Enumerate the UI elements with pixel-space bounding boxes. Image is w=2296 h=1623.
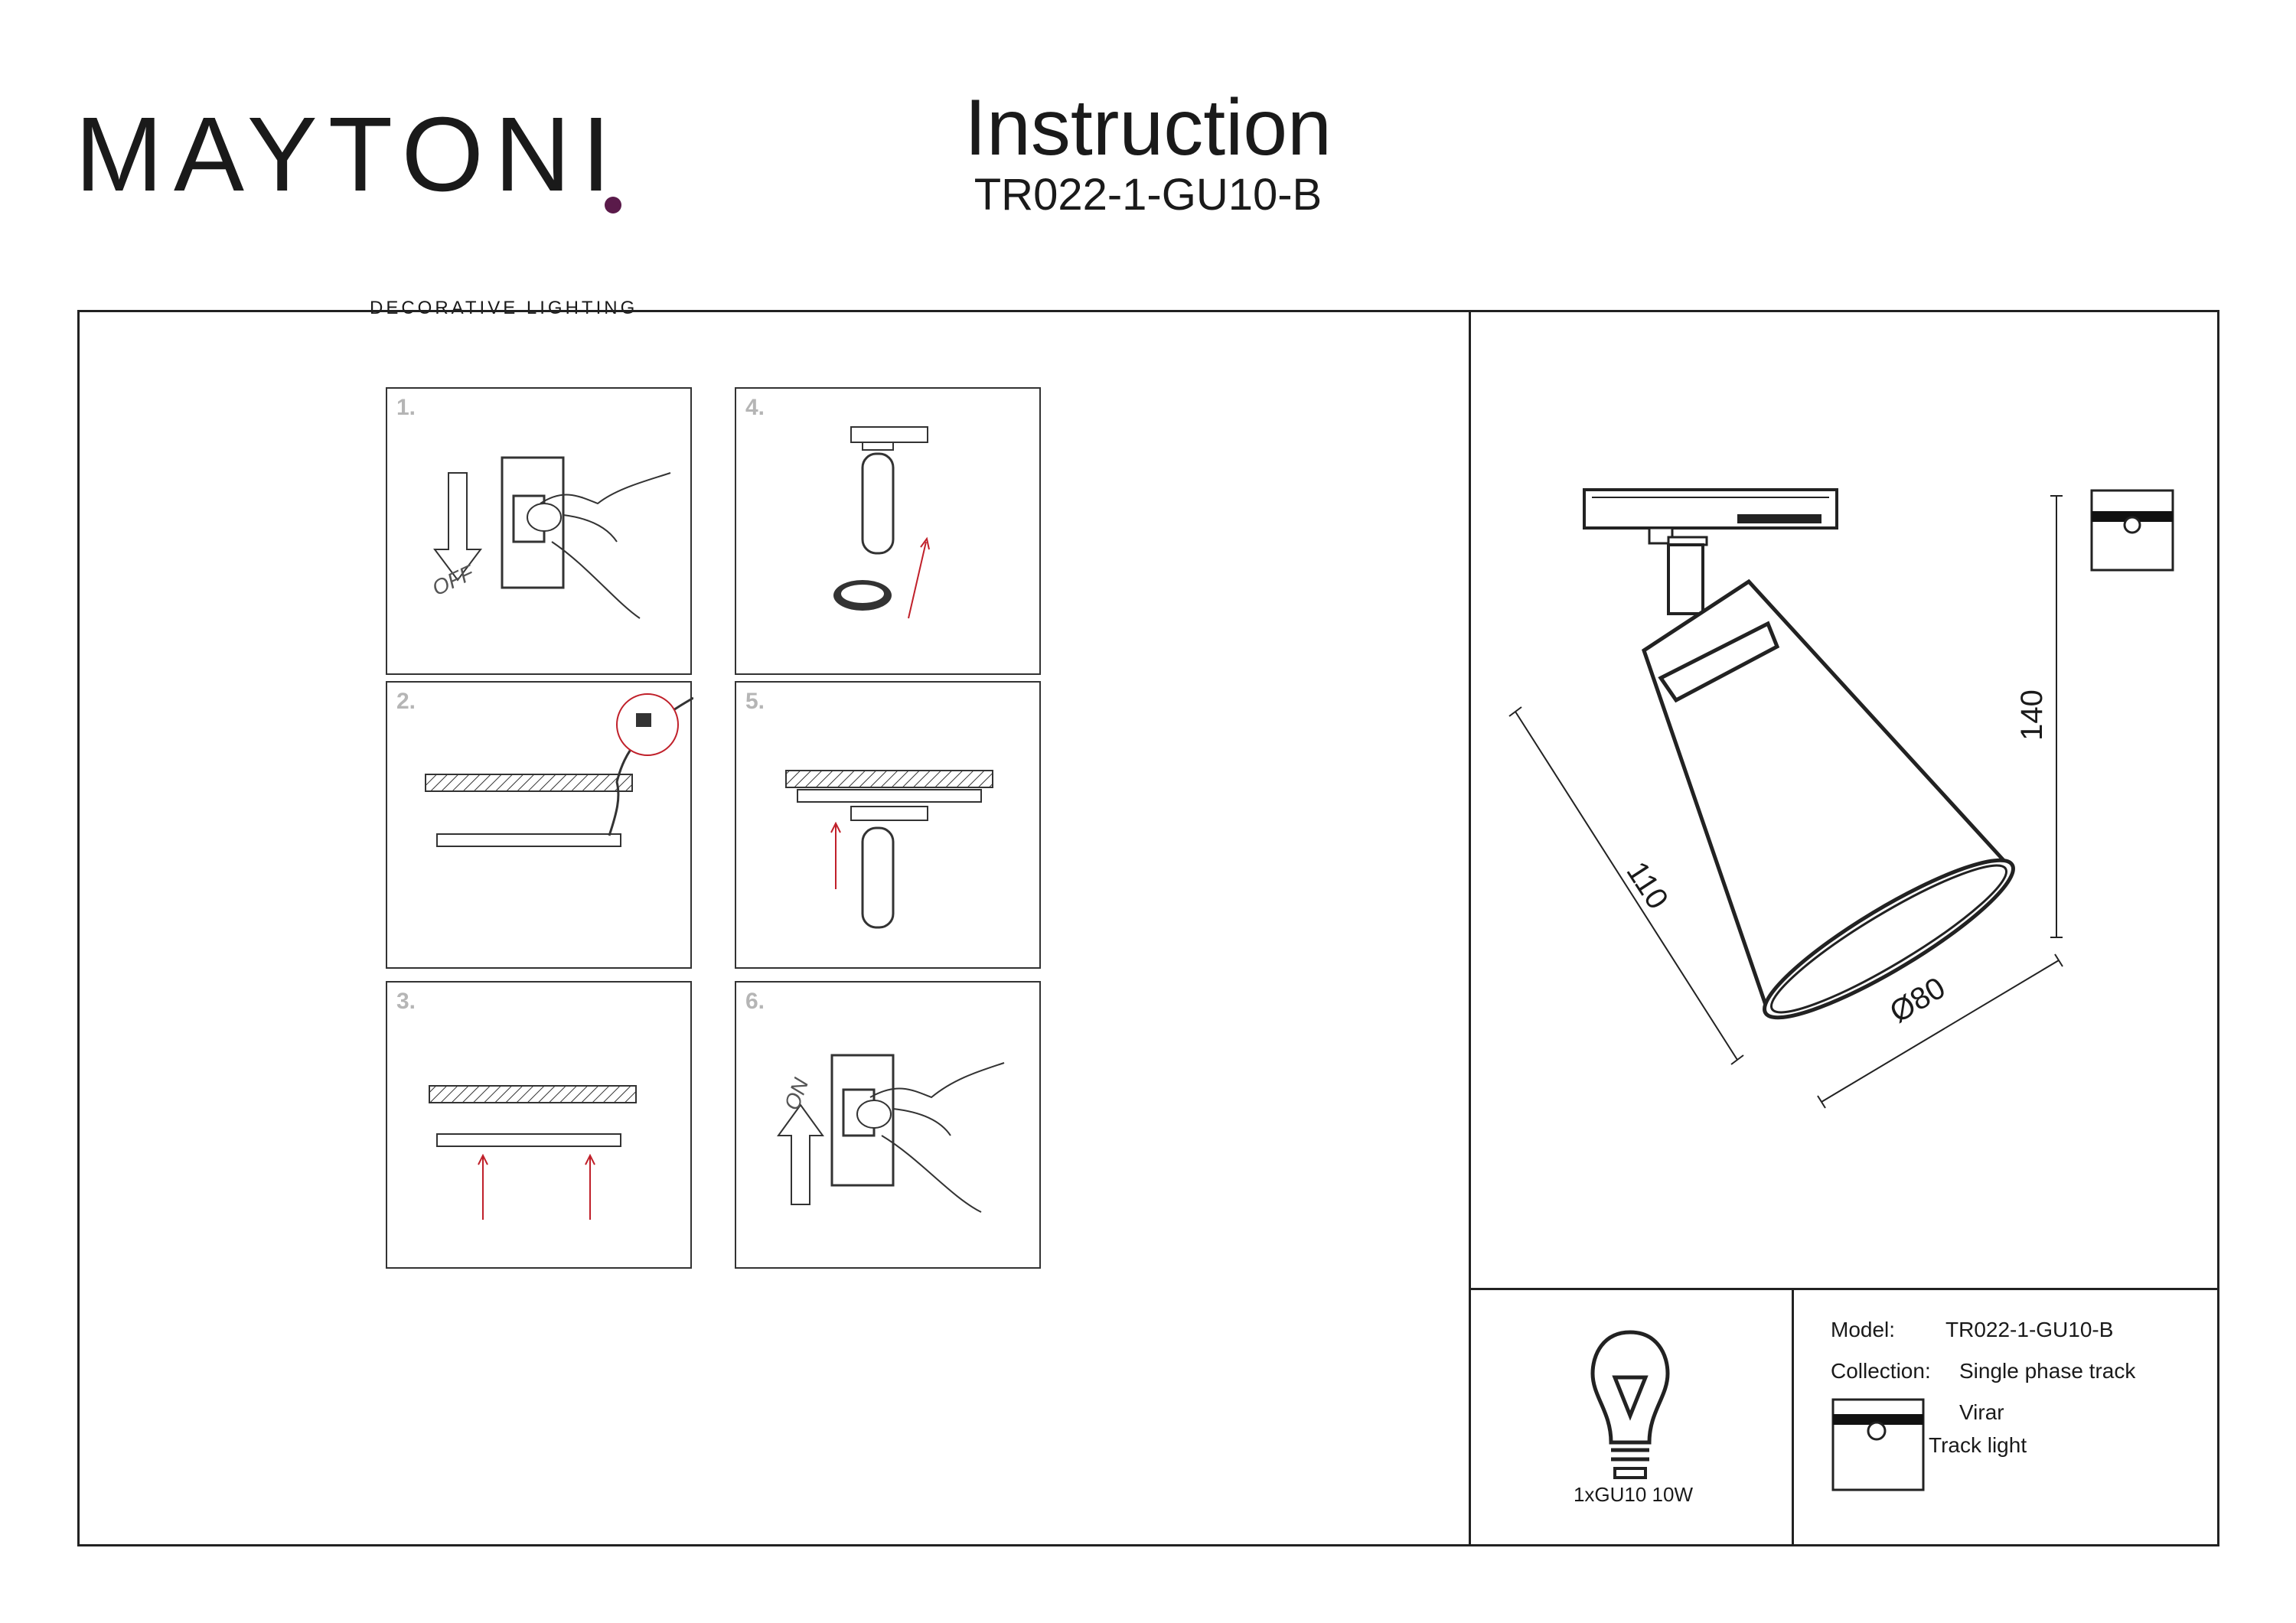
divider-vertical-spec	[1792, 1288, 1794, 1544]
brand-name: MAYTONI	[75, 96, 621, 213]
divider-vertical-main	[1469, 312, 1471, 1544]
step-3-panel: 3.	[386, 981, 692, 1269]
spot-body-icon	[861, 826, 895, 929]
dim-line-diameter	[1821, 960, 2060, 1103]
dimension-height: 140	[2014, 689, 2049, 741]
ceiling-icon	[429, 1085, 637, 1103]
spec-collection-name: Virar	[1959, 1400, 2004, 1424]
spec-model-value: TR022-1-GU10-B	[1945, 1318, 2114, 1341]
hand-icon	[540, 472, 671, 619]
stem-icon	[1667, 543, 1704, 615]
brand-tagline: DECORATIVE LIGHTING	[370, 298, 638, 318]
step-number: 5.	[745, 689, 765, 714]
divider-horizontal-spec	[1469, 1288, 2217, 1290]
spec-collection-label: Collection:	[1831, 1359, 1931, 1383]
dim-line-length	[1515, 711, 1738, 1061]
track-icon	[436, 833, 621, 847]
step-2-panel: 2.	[386, 681, 693, 969]
indoor-use-icon	[1831, 1398, 1925, 1491]
step-number: 4.	[745, 395, 765, 420]
step-4-panel: 4.	[735, 387, 1041, 675]
spot-body-icon	[861, 452, 895, 555]
step-4-illustration	[833, 426, 930, 619]
spec-collection-value: Single phase track	[1959, 1359, 2136, 1383]
ceiling-icon	[425, 774, 633, 792]
step-1-panel: 1. OFF	[386, 387, 692, 675]
page-title: Instruction	[964, 83, 1332, 172]
adapter-icon	[850, 426, 928, 443]
switch-plate-icon	[830, 1054, 895, 1187]
step-number: 2.	[396, 689, 416, 714]
hand-icon	[869, 1062, 1005, 1213]
track-icon	[797, 789, 982, 803]
step-number: 1.	[396, 395, 416, 420]
adapter-icon	[850, 806, 928, 821]
switch-plate-icon	[501, 456, 565, 589]
main-frame	[77, 310, 2219, 1546]
page-subtitle-model: TR022-1-GU10-B	[974, 170, 1322, 220]
product-drawing	[1508, 488, 2063, 1109]
brand-logo: MAYTONI DECORATIVE LIGHTING	[75, 101, 634, 318]
step-number: 3.	[396, 989, 416, 1014]
ceiling-icon	[785, 770, 993, 788]
arrow-up-icon	[777, 1103, 824, 1205]
step-1-illustration	[433, 456, 671, 619]
indoor-use-icon	[2090, 489, 2174, 572]
brand-dot-icon	[605, 197, 621, 213]
step-2-illustration	[425, 693, 693, 847]
lamp-spec: 1xGU10 10W	[1573, 1483, 1694, 1506]
step-6-panel: 6. ON	[735, 981, 1041, 1269]
track-icon	[436, 1133, 621, 1147]
bulb-icon	[1590, 1330, 1670, 1479]
step-6-illustration	[777, 1054, 1005, 1213]
spec-model-label: Model:	[1831, 1318, 1896, 1341]
step-3-illustration	[429, 1085, 637, 1220]
step-5-panel: 5.	[735, 681, 1041, 969]
step-number: 6.	[745, 989, 765, 1014]
arrow-down-icon	[433, 472, 482, 582]
step-5-illustration	[785, 770, 993, 929]
arrow-up-icon	[908, 541, 927, 619]
spec-product-type: Track light	[1929, 1433, 2027, 1457]
